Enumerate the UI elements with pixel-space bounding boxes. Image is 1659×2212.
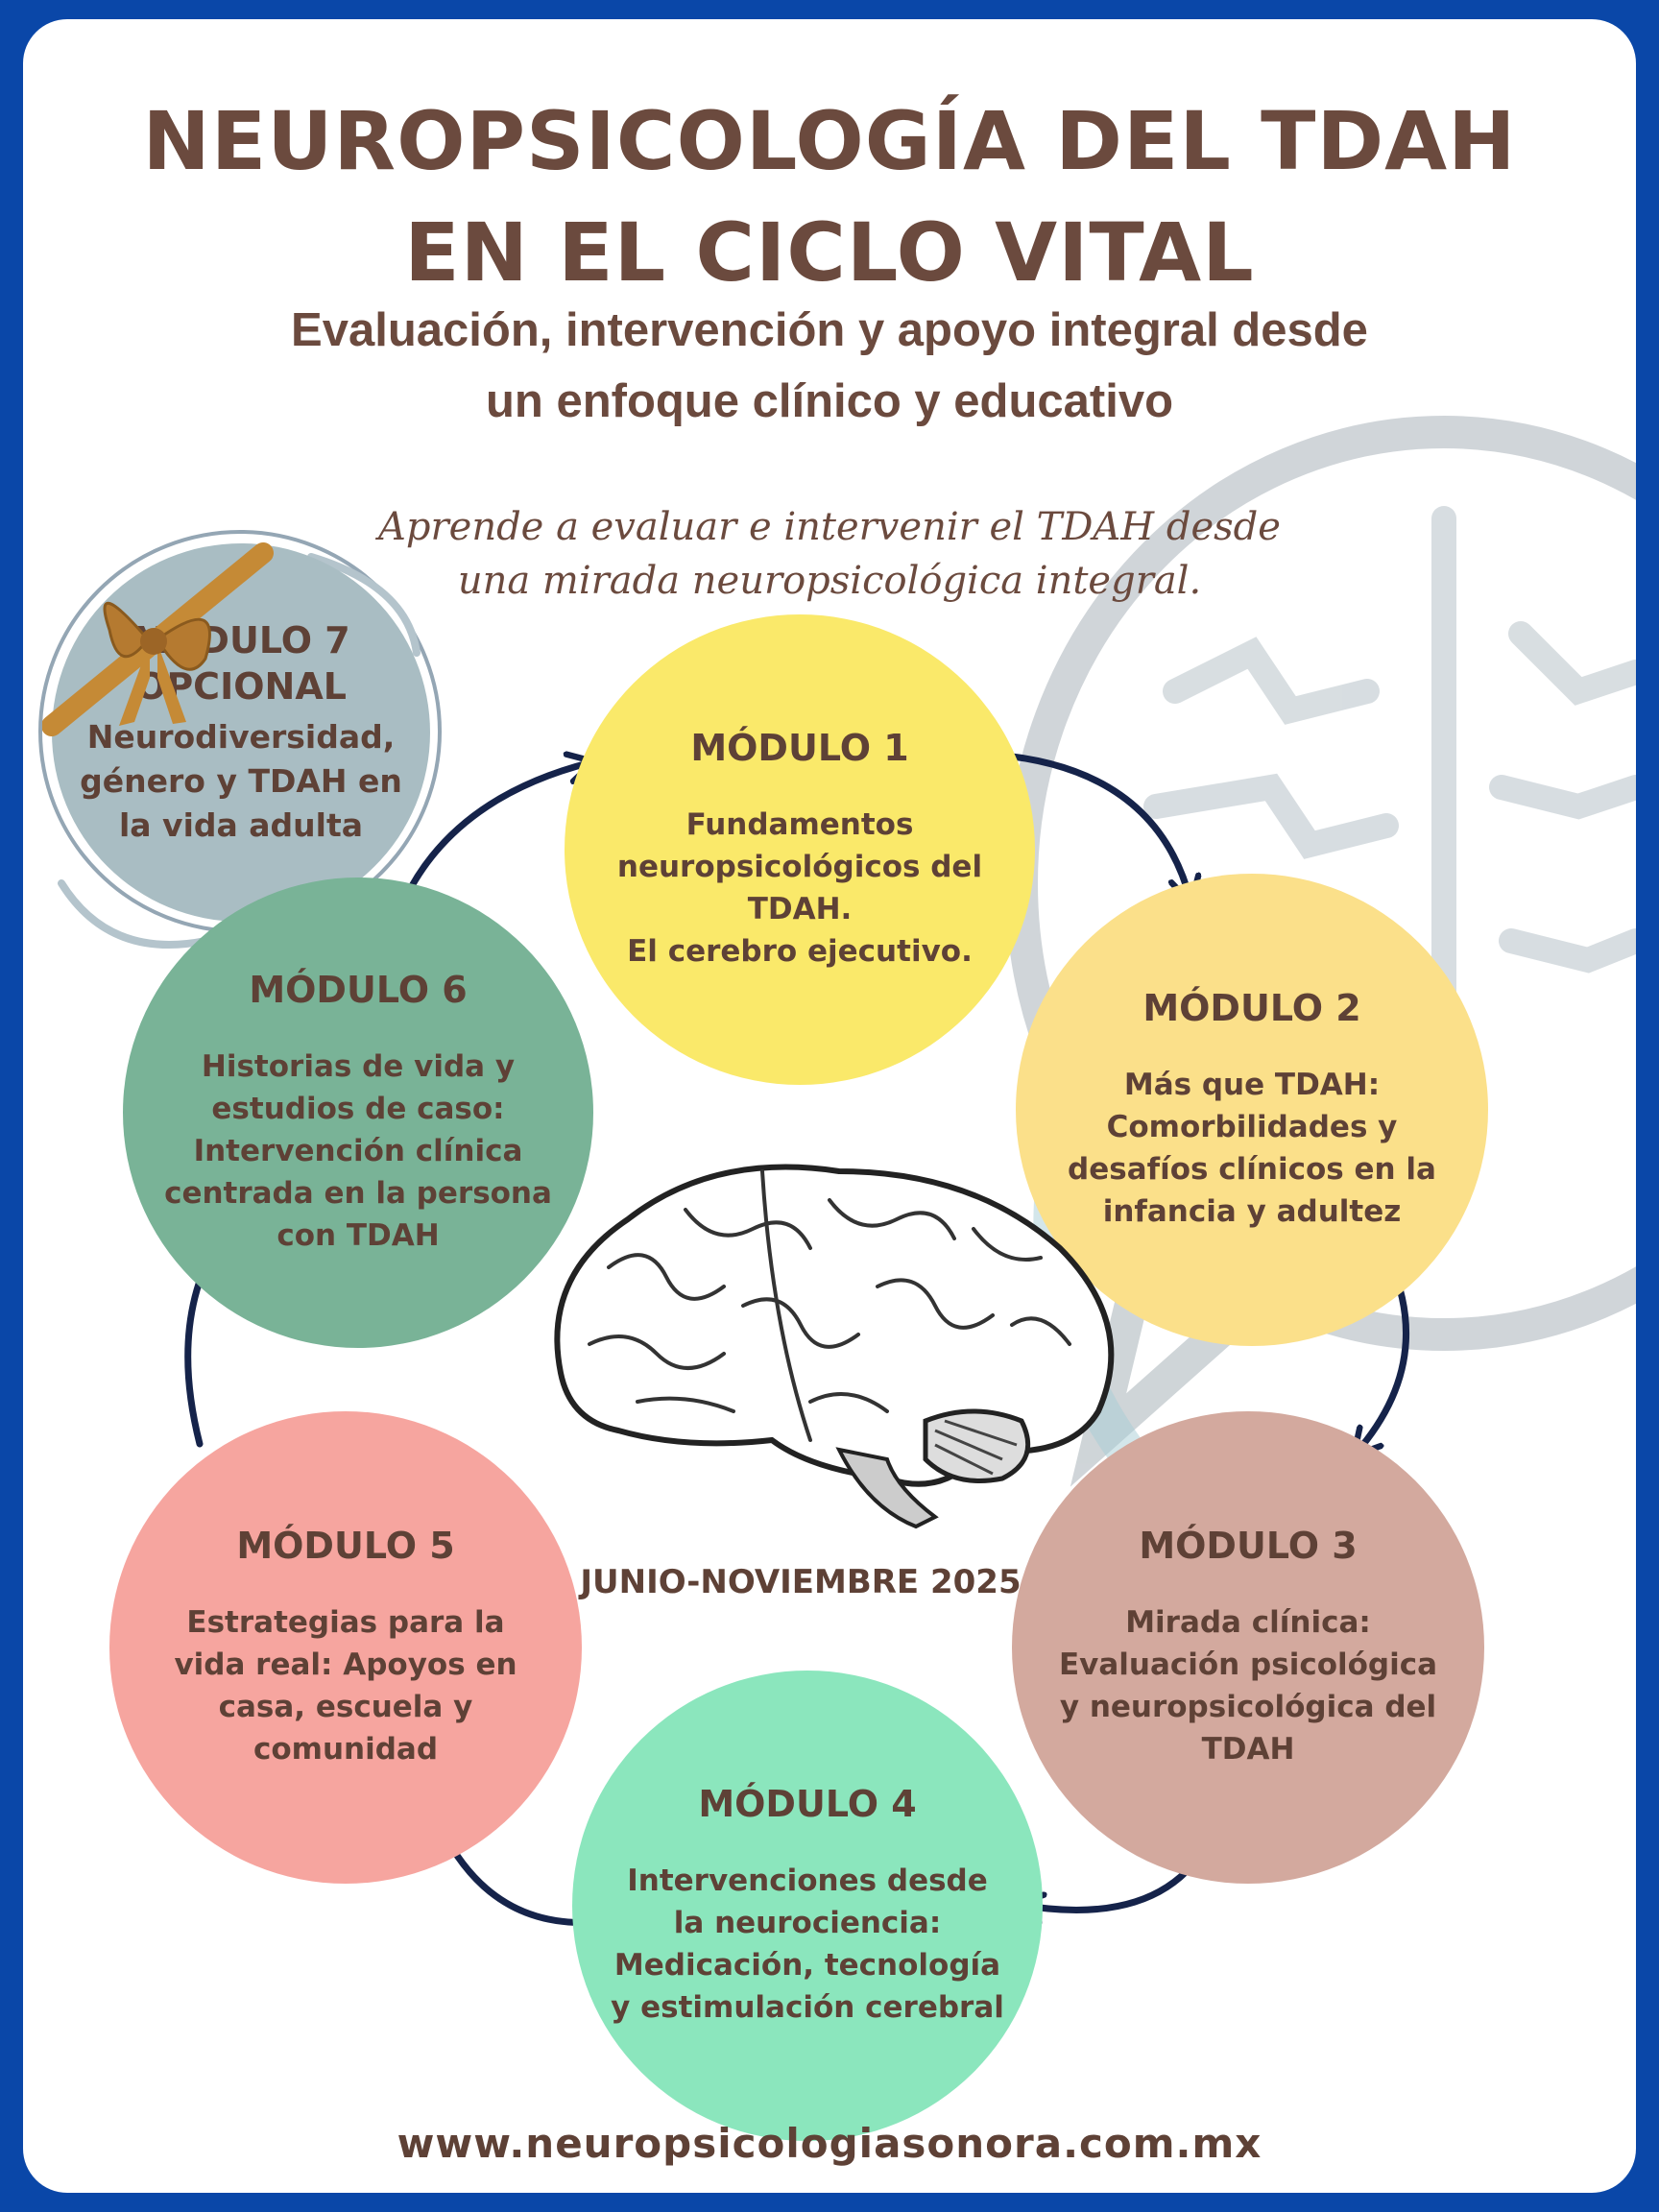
module-1-title: MÓDULO 1 xyxy=(690,727,909,769)
page-title-line-2: EN EL CICLO VITAL xyxy=(404,205,1255,300)
module-6-circle: MÓDULO 6 Historias de vida y estudios de… xyxy=(123,878,593,1348)
module-5-title: MÓDULO 5 xyxy=(236,1525,455,1567)
tagline-line-1: Aprende a evaluar e intervenir el TDAH d… xyxy=(378,505,1281,549)
poster: NEUROPSICOLOGÍA DEL TDAH EN EL CICLO VIT… xyxy=(23,19,1636,2193)
module-5-circle: MÓDULO 5 Estrategias para la vida real: … xyxy=(109,1411,582,1884)
module-2-circle: MÓDULO 2 Más que TDAH: Comorbilidades y … xyxy=(1016,874,1488,1346)
module-2-text: Más que TDAH: Comorbilidades y desafíos … xyxy=(1068,1068,1436,1229)
module-3-text: Mirada clínica: Evaluación psicológica y… xyxy=(1058,1605,1438,1767)
module-6-title: MÓDULO 6 xyxy=(249,969,468,1011)
module-1-circle: MÓDULO 1 Fundamentos neuropsicológicos d… xyxy=(565,614,1035,1085)
module-5-text: Estrategias para la vida real: Apoyos en… xyxy=(174,1605,517,1767)
module-4-circle: MÓDULO 4 Intervenciones desde la neuroci… xyxy=(572,1671,1043,2141)
module-3-circle: MÓDULO 3 Mirada clínica: Evaluación psic… xyxy=(1012,1411,1484,1884)
website-url: www.neuropsicologiasonora.com.mx xyxy=(397,2120,1262,2167)
course-dates: JUNIO-NOVIEMBRE 2025 xyxy=(580,1563,1022,1601)
module-4-title: MÓDULO 4 xyxy=(698,1783,917,1825)
subtitle-line-1: Evaluación, intervención y apoyo integra… xyxy=(291,304,1368,356)
tagline-line-2: una mirada neuropsicológica integral. xyxy=(457,559,1202,603)
module-6-text: Historias de vida y estudios de caso: In… xyxy=(164,1049,552,1253)
module-7-text: Neurodiversidad, género y TDAH en la vid… xyxy=(80,718,402,844)
module-1-text: Fundamentos neuropsicológicos del TDAH. … xyxy=(616,807,983,969)
page-title-line-1: NEUROPSICOLOGÍA DEL TDAH xyxy=(142,94,1517,188)
module-3-title: MÓDULO 3 xyxy=(1139,1525,1358,1567)
subtitle-line-2: un enfoque clínico y educativo xyxy=(485,375,1174,427)
module-2-title: MÓDULO 2 xyxy=(1142,987,1361,1029)
brain-illustration xyxy=(554,1164,1115,1529)
gift-bow-icon xyxy=(42,542,274,736)
module-4-text: Intervenciones desde la neurociencia: Me… xyxy=(611,1863,1004,2025)
